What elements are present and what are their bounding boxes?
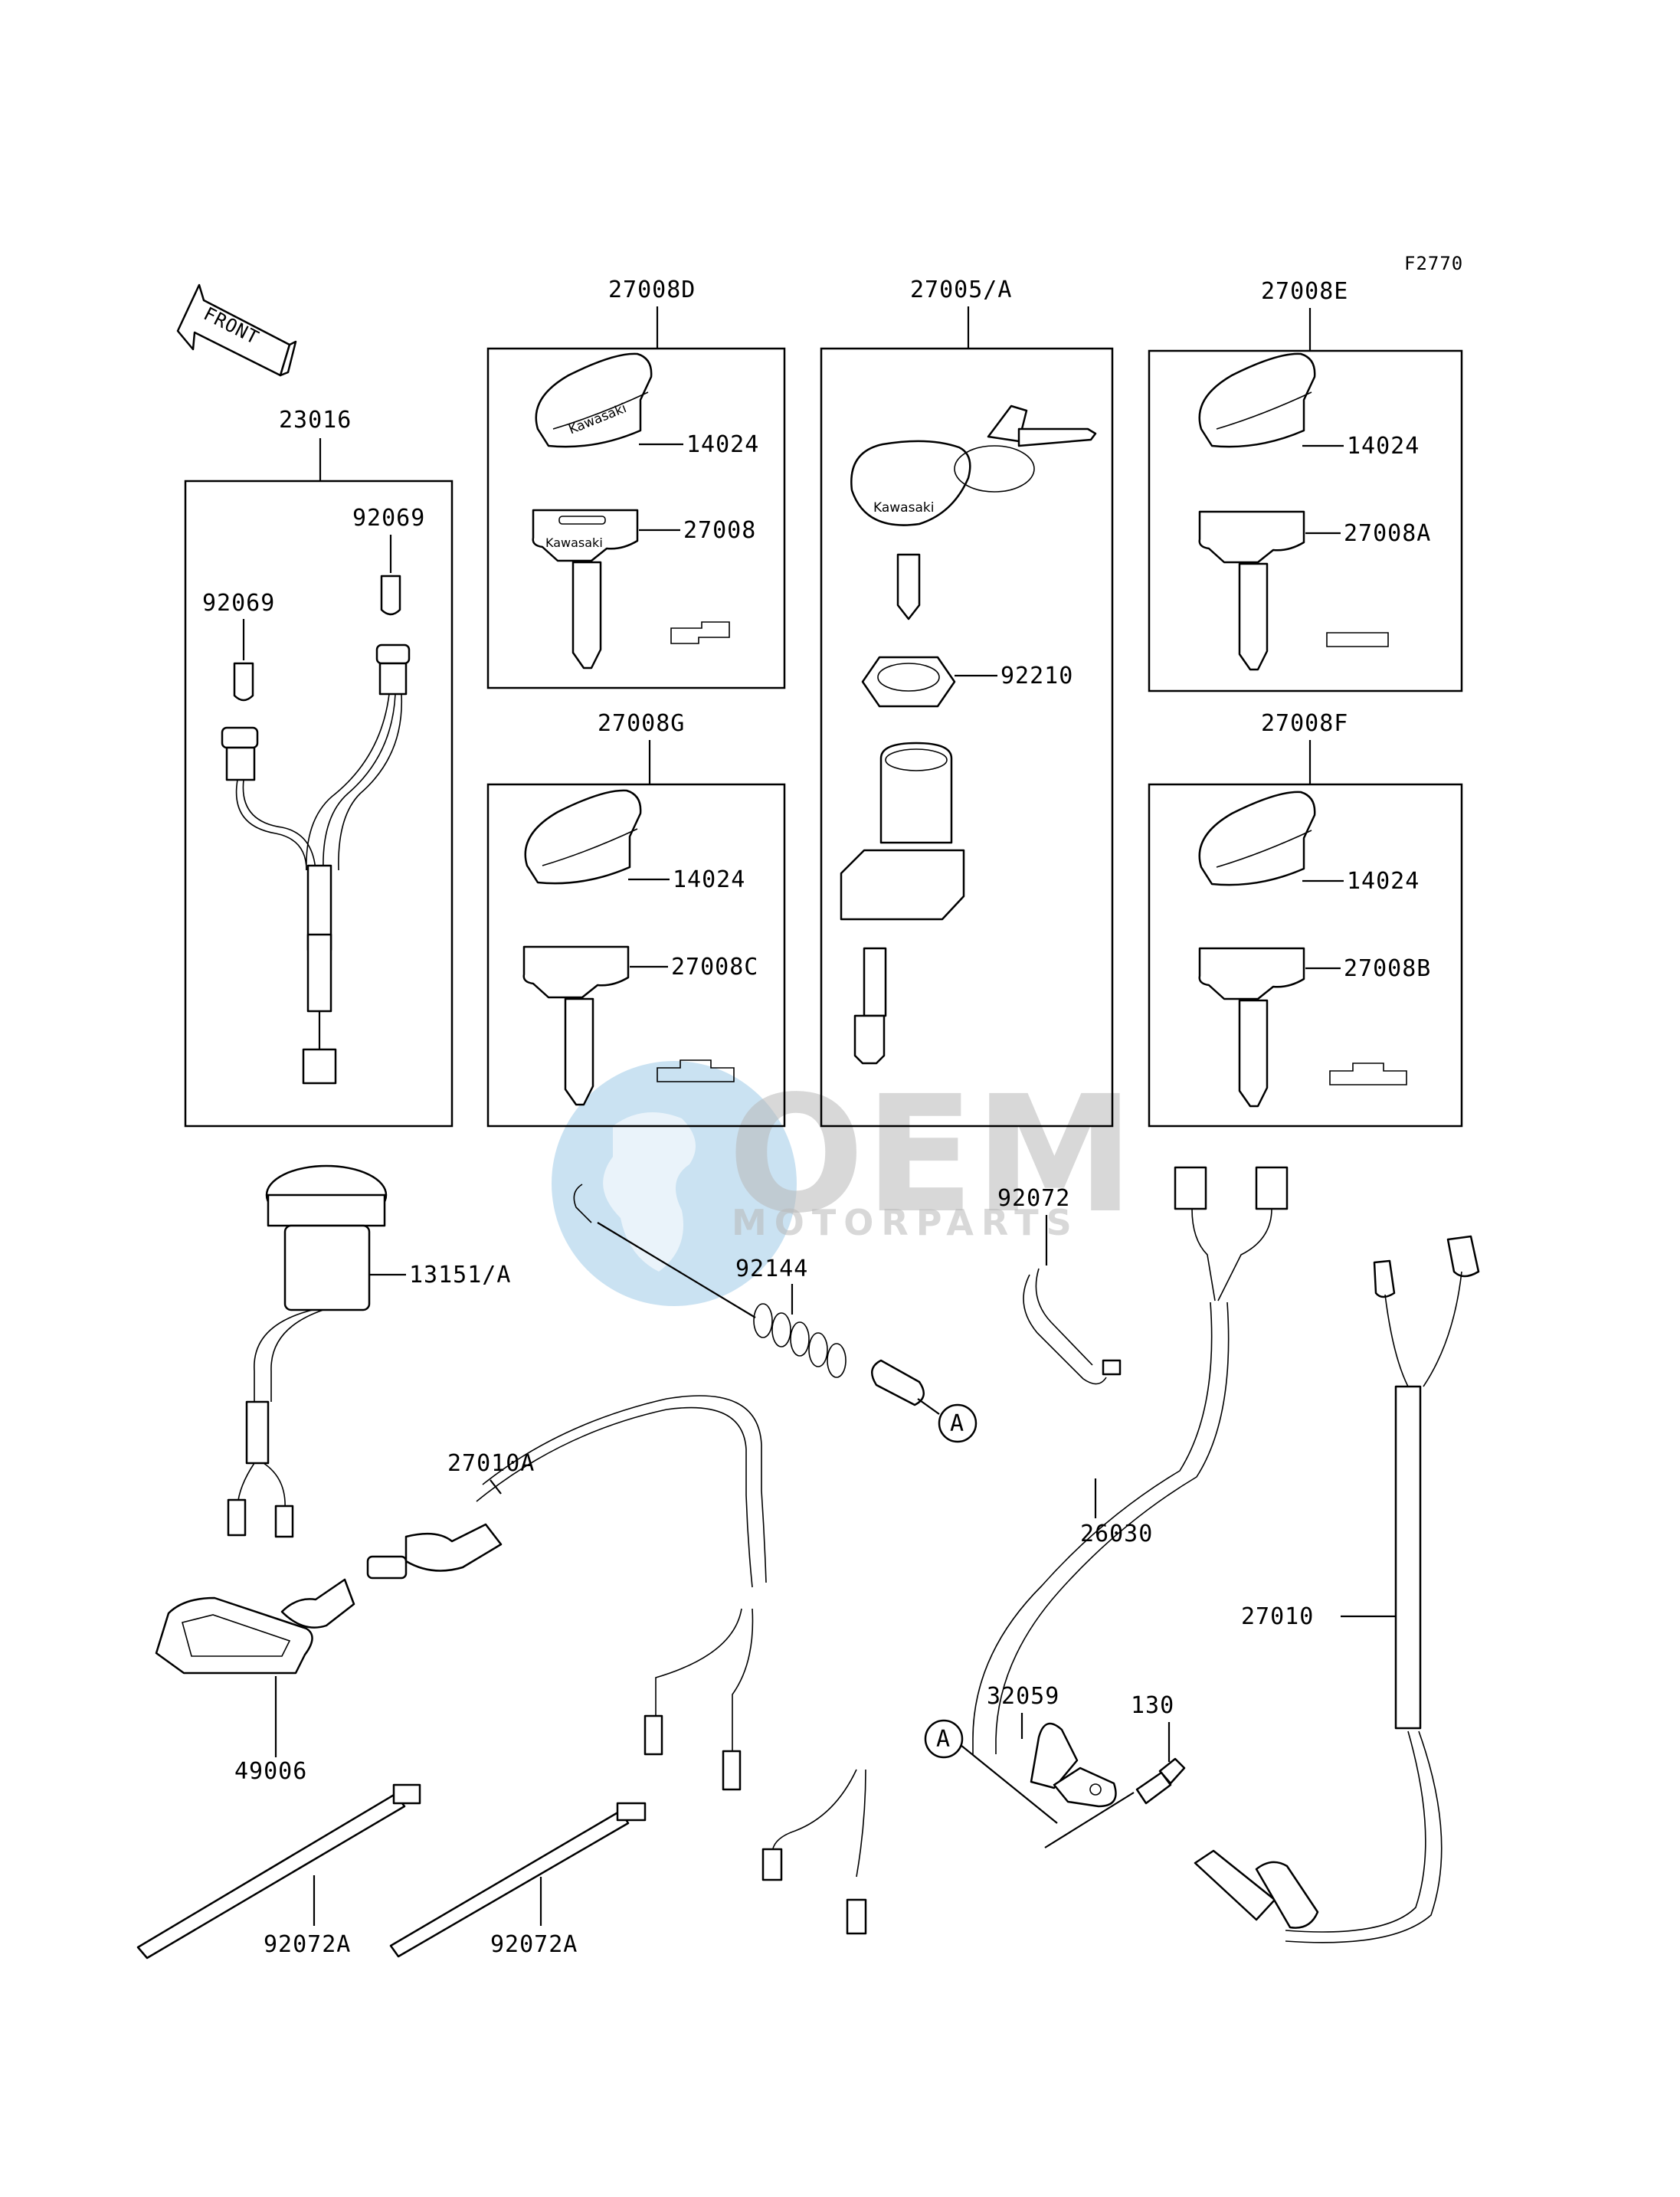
group-27008D: 27008D Kawasaki 14024 Kawasaki 27008 [486, 277, 786, 689]
group-27008E: 27008E 14024 27008A [1148, 278, 1463, 692]
stop-switch-harness-icon [1194, 1235, 1480, 1943]
callout-marker-a: A [938, 1403, 978, 1443]
group-label-27008F: 27008F [1261, 710, 1348, 737]
nut-icon [861, 656, 956, 708]
key-blade-icon [1198, 510, 1305, 671]
key-cap-icon: Kawasaki [535, 352, 653, 448]
boot-cover-icon [155, 1578, 355, 1675]
part-label-92069-b: 92069 [202, 590, 275, 617]
group-27008G: 27008G 14024 27008C [486, 710, 786, 1128]
group-27005A: 27005/A Kawasaki 92210 [820, 277, 1114, 1128]
group-label-27008E: 27008E [1261, 278, 1348, 305]
neutral-switch-cable-icon [366, 1395, 767, 1791]
group-label-23016: 23016 [279, 407, 352, 434]
group-box-27008F [1148, 783, 1463, 1128]
group-27008F: 27008F 14024 27008B [1148, 710, 1463, 1128]
bracket-icon [1030, 1722, 1117, 1808]
part-label-92072: 92072 [997, 1185, 1070, 1212]
watermark-sub-text: MOTORPARTS [732, 1202, 1079, 1243]
spring-icon [573, 1184, 940, 1415]
part-label-92069-a: 92069 [352, 505, 425, 532]
part-label-32059: 32059 [987, 1683, 1059, 1710]
ignition-key-icon: Kawasaki [850, 404, 1097, 620]
tie-band-icon [136, 1783, 647, 1960]
svg-text:A: A [936, 1726, 951, 1753]
callout-marker-a-2: A [924, 1719, 1058, 1824]
key-cap-icon [1198, 352, 1316, 448]
group-box-27008D [486, 347, 786, 689]
figure-code: F2770 [1404, 253, 1463, 274]
part-label-27008C: 27008C [671, 954, 758, 981]
part-label-49006: 49006 [234, 1758, 307, 1785]
group-label-27008D: 27008D [608, 277, 696, 303]
key-blade-icon [1198, 947, 1305, 1108]
ignition-key-brand: Kawasaki [873, 500, 934, 516]
part-label-14024-e: 14024 [1347, 433, 1420, 460]
svg-text:A: A [950, 1410, 964, 1437]
part-label-92210: 92210 [1000, 663, 1073, 689]
key-cap-icon [1198, 791, 1316, 886]
group-box-27005A [820, 347, 1114, 1128]
group-label-27008G: 27008G [598, 710, 685, 737]
oem-motorparts-watermark: OEM MOTORPARTS [552, 1061, 1135, 1306]
key-blade-brand: Kawasaki [545, 535, 603, 550]
part-label-92144: 92144 [735, 1256, 808, 1282]
part-label-27008B: 27008B [1344, 955, 1431, 982]
part-label-130: 130 [1131, 1692, 1174, 1719]
key-cap-icon [524, 789, 642, 885]
wire-harness-icon [221, 643, 411, 1085]
part-label-27008A: 27008A [1344, 520, 1431, 547]
part-label-26030: 26030 [1080, 1521, 1153, 1547]
group-23016: 23016 92069 92069 [184, 407, 454, 1128]
wiring-harness-icon [761, 1166, 1289, 1935]
ignition-switch-icon [840, 742, 965, 1065]
front-arrow-icon: FRONT [176, 283, 297, 377]
part-label-27010: 27010 [1241, 1603, 1314, 1630]
bulb-icon [233, 575, 401, 702]
group-box-23016 [184, 480, 454, 1128]
power-socket-icon [227, 1164, 388, 1538]
watermark-logo-text: OEM [728, 1061, 1135, 1249]
key-blade-icon: Kawasaki [532, 509, 639, 670]
part-label-13151A: 13151/A [409, 1262, 511, 1288]
band-clip-icon [1023, 1268, 1122, 1385]
part-label-27008: 27008 [683, 517, 756, 544]
screw-icon [1044, 1757, 1186, 1848]
key-blade-icon [522, 945, 630, 1106]
group-box-27008G [486, 783, 786, 1128]
part-label-92072A-a: 92072A [264, 1931, 351, 1958]
group-box-27008E [1148, 349, 1463, 692]
part-label-27010A: 27010A [447, 1450, 535, 1477]
group-label-27005A: 27005/A [910, 277, 1012, 303]
part-label-14024-g: 14024 [673, 866, 745, 893]
part-label-14024-f: 14024 [1347, 868, 1420, 895]
part-label-92072A-b: 92072A [490, 1931, 578, 1958]
part-label-14024-d: 14024 [686, 431, 759, 458]
